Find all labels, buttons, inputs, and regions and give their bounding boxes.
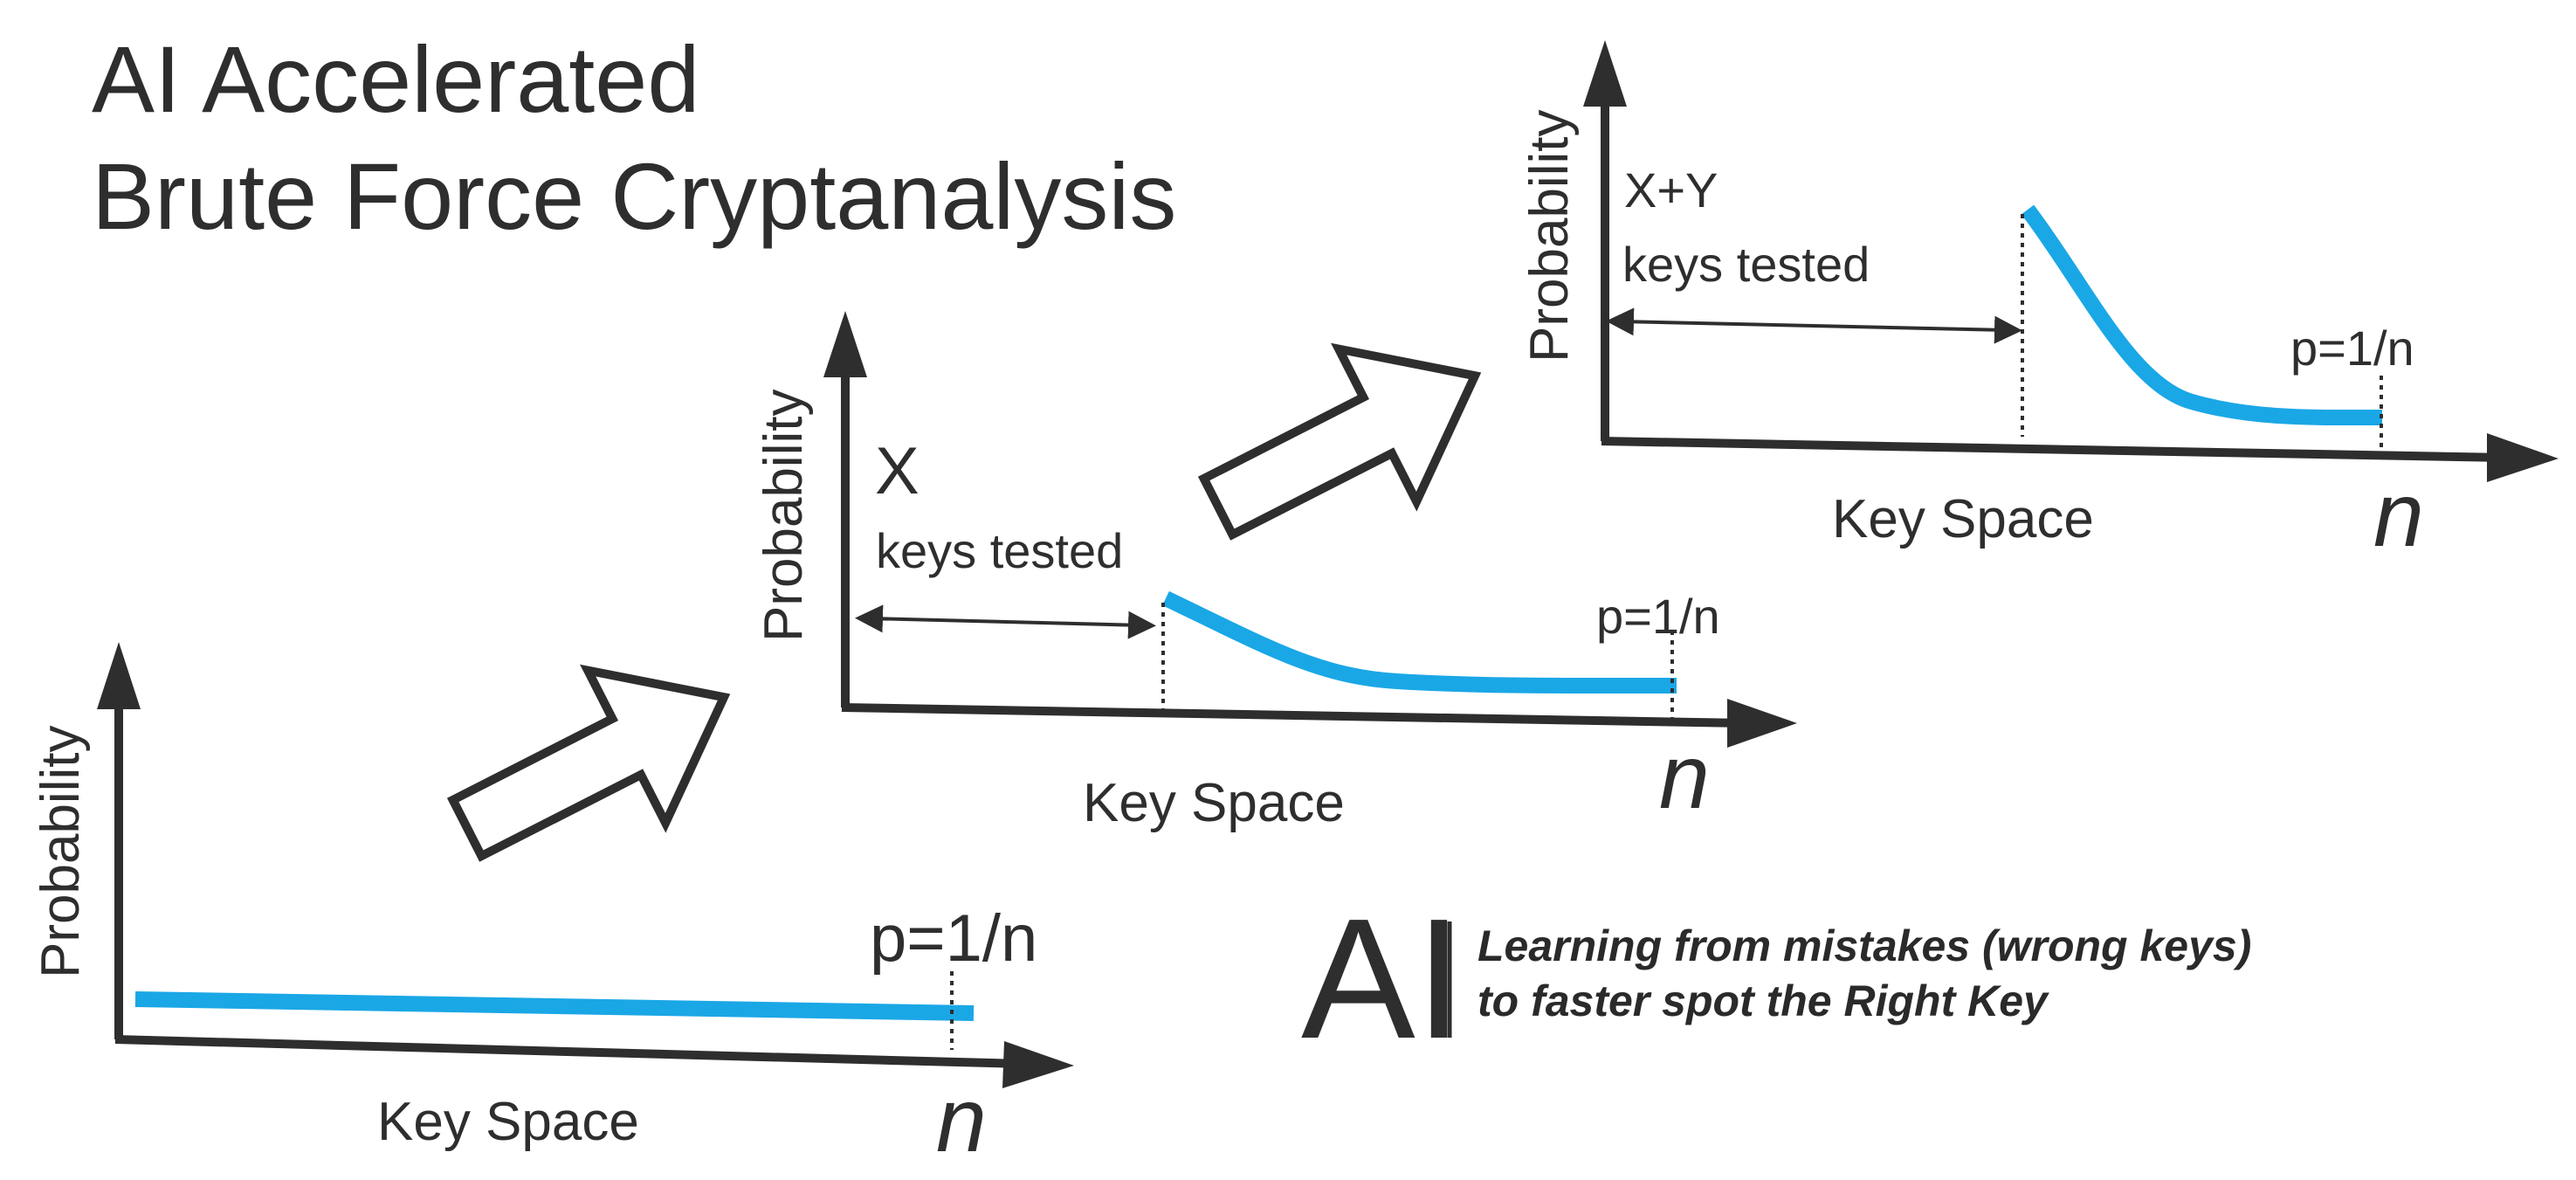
panel-1-p-label: p=1/n [870, 901, 1037, 976]
ai-mark: AI [1301, 883, 1463, 1074]
panel-2-y-arrowhead [823, 311, 867, 377]
right-up-hollow-arrow-icon [1197, 342, 1482, 541]
panel-1-n-label: n [936, 1070, 987, 1171]
panel-1: Probability Key Space n p=1/n [31, 642, 1074, 1171]
panel-1-x-arrowhead [1002, 1041, 1074, 1088]
panel-2-tested-line-1: X [875, 434, 920, 508]
panel-3-x-axis [1601, 437, 2507, 462]
panel-3-y-label: Probability [1519, 110, 1580, 362]
panel-3: Probability X+Y keys tested p=1/n Key Sp… [1519, 40, 2559, 566]
panel-2-y-label: Probability [754, 390, 814, 642]
double-headed-arrow-icon [855, 604, 1156, 639]
panel-2: Probability X keys tested p=1/n Key Spac… [754, 311, 1797, 833]
panel-1-probability-curve [134, 991, 975, 1021]
right-up-hollow-arrow-icon [446, 664, 731, 862]
title-line-2: Brute Force Cryptanalysis [92, 143, 1176, 249]
ai-note: AI Learning from mistakes (wrong keys) t… [1301, 883, 2251, 1074]
panel-1-y-label: Probability [31, 726, 91, 978]
panel-2-x-label: Key Space [1083, 773, 1345, 833]
panel-3-probability-curve [2021, 204, 2383, 426]
panel-3-n-label: n [2373, 465, 2424, 566]
panel-1-y-arrowhead [97, 642, 141, 709]
panel-2-n-label: n [1659, 727, 1710, 828]
panel-2-probability-curve [1162, 590, 1677, 694]
panel-2-tested-line-2: keys tested [876, 523, 1123, 578]
double-headed-arrow-icon [1606, 307, 2022, 344]
panel-3-x-label: Key Space [1832, 489, 2094, 549]
panel-2-p-label: p=1/n [1596, 589, 1720, 644]
panel-3-tested-line-2: keys tested [1622, 237, 1870, 292]
ai-note-line-1: Learning from mistakes (wrong keys) [1477, 921, 2251, 970]
panel-2-x-arrowhead [1727, 699, 1797, 748]
ai-note-line-2: to faster spot the Right Key [1477, 976, 2049, 1025]
panel-3-x-arrowhead [2487, 433, 2559, 482]
title-line-1: AI Accelerated [92, 26, 699, 132]
panel-3-p-label: p=1/n [2290, 321, 2414, 376]
panel-1-x-label: Key Space [377, 1092, 639, 1152]
panel-1-x-axis [114, 1035, 1023, 1068]
panel-3-y-arrowhead [1583, 40, 1627, 107]
panel-3-tested-line-1: X+Y [1624, 162, 1718, 217]
panel-2-x-axis [841, 703, 1747, 728]
